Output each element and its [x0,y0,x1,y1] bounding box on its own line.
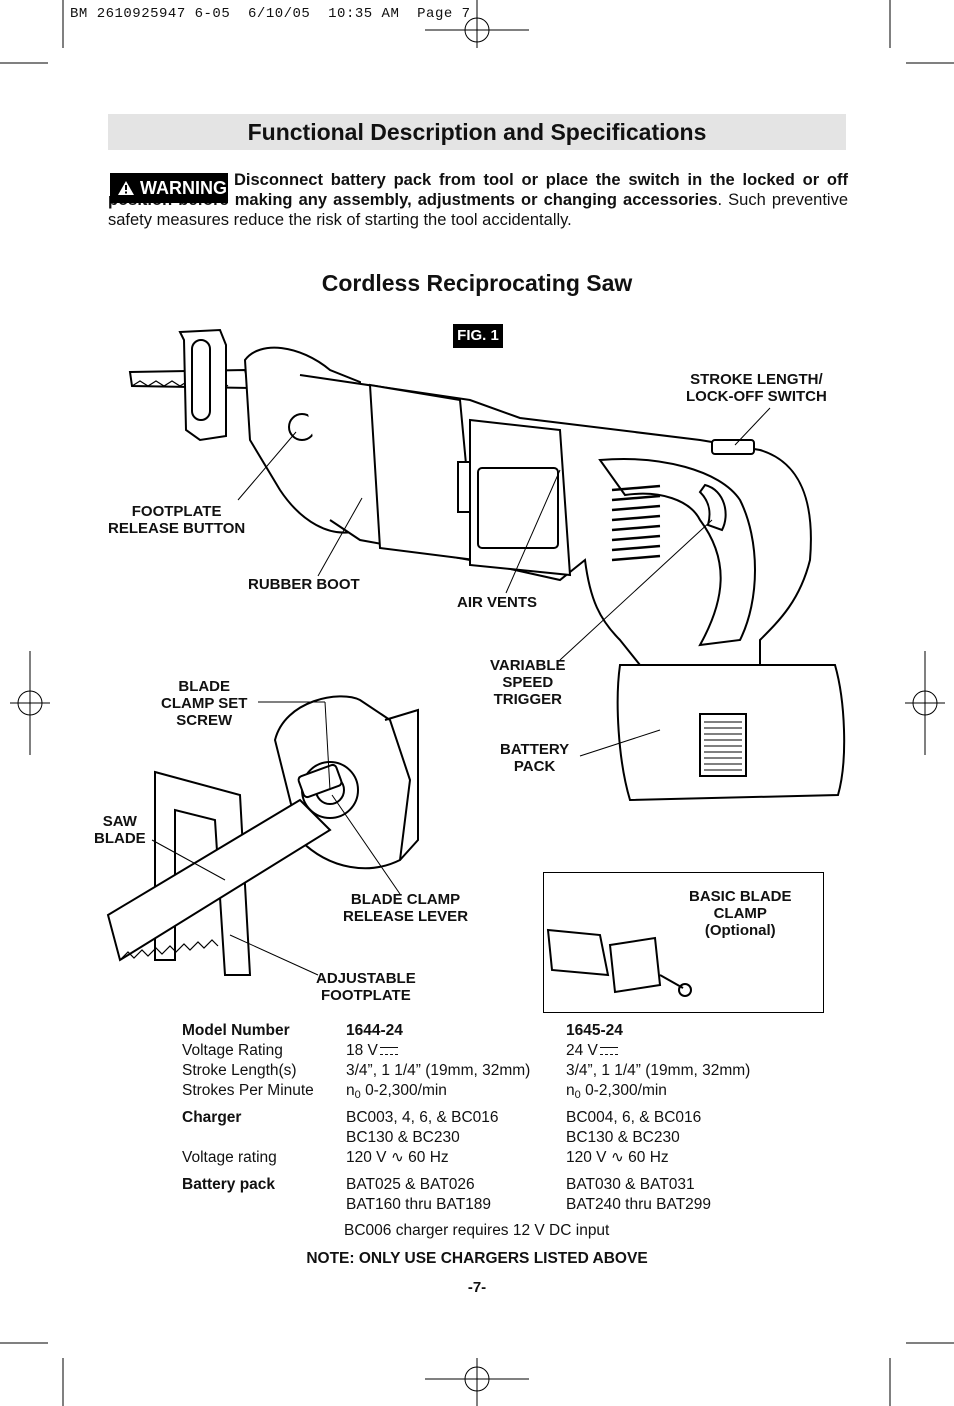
spec-label-charger-voltage: Voltage rating [182,1149,277,1166]
dc-symbol-icon [379,1046,398,1055]
saw-illustration [106,328,846,997]
spec-battery-2a: BAT030 & BAT031 [566,1176,695,1193]
spec-charger-voltage-1: 120 V ∿ 60 Hz [346,1148,449,1168]
warning-paragraph: Disconnect battery pack from tool or pla… [108,170,848,230]
warning-badge: WARNING [110,173,228,203]
spec-battery-1a: BAT025 & BAT026 [346,1176,475,1193]
callout-line: BLADE [94,830,146,847]
callout-line: CLAMP [713,905,767,922]
callout-line: (Optional) [704,922,776,939]
callout-basic-blade-clamp: BASIC BLADE CLAMP (Optional) [689,888,792,939]
spec-value: 120 V [566,1149,607,1166]
spec-spm-1: n0 0-2,300/min [346,1081,447,1105]
callout-line: FOOTPLATE [131,503,222,520]
spec-value: 0-2,300/min [365,1082,447,1099]
title-background [108,114,846,150]
spec-label-voltage: Voltage Rating [182,1042,283,1059]
spec-charger-2a: BC004, 6, & BC016 [566,1109,702,1126]
spec-prefix: n [346,1082,355,1099]
callout-blade-clamp-release-lever: BLADE CLAMP RELEASE LEVER [343,891,468,925]
spec-battery-1b: BAT160 thru BAT189 [346,1196,492,1213]
callout-line: VARIABLE [490,657,566,674]
spec-value: 18 V [346,1042,378,1059]
warning-bold-text: Disconnect battery pack from tool or pla… [108,171,848,209]
dc-symbol-icon [599,1046,618,1055]
leader-lines [151,407,771,976]
spec-value: 60 Hz [628,1149,669,1166]
section-subtitle: Cordless Reciprocating Saw [321,270,633,296]
spec-label-strokes-per-minute: Strokes Per Minute [182,1082,314,1099]
callout-line: BLADE [178,678,231,695]
callout-stroke-length: STROKE LENGTH/ LOCK-OFF SWITCH [686,371,827,405]
spec-label-model: Model Number [182,1022,290,1039]
spec-value: 120 V [346,1149,387,1166]
callout-rubber-boot: RUBBER BOOT [248,576,360,593]
spec-subscript: 0 [574,1089,581,1101]
ac-symbol-icon: ∿ [610,1149,624,1166]
spec-charger-2b: BC130 & BC230 [566,1129,680,1146]
spec-spm-2: n0 0-2,300/min [566,1081,667,1105]
spec-charger-1a: BC003, 4, 6, & BC016 [346,1109,499,1126]
basic-blade-clamp-inset [543,872,824,1013]
callout-line: STROKE LENGTH/ [690,371,823,388]
print-slug-line: BM 2610925947 6-05 6/10/05 10:35 AM Page… [70,6,471,22]
spec-value: 60 Hz [408,1149,449,1166]
spec-subscript: 0 [354,1089,361,1101]
callout-line: TRIGGER [493,691,562,708]
callout-variable-speed-trigger: VARIABLE SPEED TRIGGER [490,657,566,708]
spec-charger-1b: BC130 & BC230 [346,1129,460,1146]
callout-line: BASIC BLADE [689,888,792,905]
callout-line: RELEASE BUTTON [108,520,246,537]
spec-label-charger: Charger [182,1109,242,1126]
spec-battery-2b: BAT240 thru BAT299 [566,1196,712,1213]
callout-line: RELEASE LEVER [343,908,469,925]
warning-label: WARNING [140,178,227,198]
callout-blade-clamp-set-screw: BLADE CLAMP SET SCREW [161,678,247,729]
ac-symbol-icon: ∿ [390,1149,404,1166]
callout-line: SPEED [502,674,554,691]
spec-value: 0-2,300/min [585,1082,667,1099]
spec-model-2: 1645-24 [566,1022,623,1039]
page-number: -7- [467,1279,487,1296]
callout-saw-blade: SAW BLADE [94,813,146,847]
callout-line: FOOTPLATE [321,987,411,1004]
spec-charger-voltage-2: 120 V ∿ 60 Hz [566,1148,669,1168]
callout-line: CLAMP SET [161,695,248,712]
callout-line: SCREW [176,712,233,729]
figure-label: FIG. 1 [453,324,503,348]
warning-triangle-icon [118,174,134,204]
callout-air-vents: AIR VENTS [457,594,538,611]
spec-prefix: n [566,1082,575,1099]
callout-line: PACK [513,758,556,775]
spec-stroke-length-2: 3/4”, 1 1/4” (19mm, 32mm) [566,1062,751,1079]
spec-voltage-1: 18 V [346,1041,398,1061]
callout-footplate-release: FOOTPLATE RELEASE BUTTON [108,503,245,537]
callout-line: BATTERY [500,741,570,758]
page-title: Functional Description and Specification… [247,119,707,145]
spec-label-battery: Battery pack [182,1176,276,1193]
spec-value: 24 V [566,1042,598,1059]
callout-line: LOCK-OFF SWITCH [686,388,827,405]
spec-model-1: 1644-24 [346,1022,403,1039]
warning-rest-text: . Such preventive safety measures reduce… [108,191,848,229]
charger-note: NOTE: ONLY USE CHARGERS LISTED ABOVE [306,1250,648,1267]
spec-voltage-2: 24 V [566,1041,618,1061]
spec-stroke-length-1: 3/4”, 1 1/4” (19mm, 32mm) [346,1062,531,1079]
callout-line: SAW [102,813,137,830]
spec-label-stroke-length: Stroke Length(s) [182,1062,297,1079]
callout-battery-pack: BATTERY PACK [500,741,569,775]
callout-adjustable-footplate: ADJUSTABLE FOOTPLATE [316,970,416,1004]
bc006-note: BC006 charger requires 12 V DC input [344,1222,610,1239]
callout-line: BLADE CLAMP [350,891,461,908]
callout-line: ADJUSTABLE [316,970,416,987]
